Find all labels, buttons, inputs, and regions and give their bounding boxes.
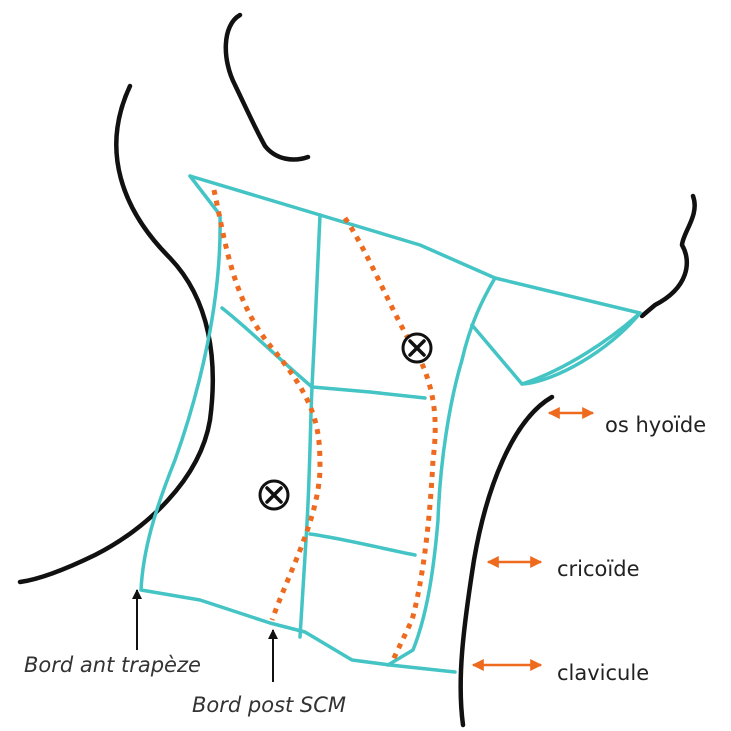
- clavicle-label: clavicule: [557, 661, 649, 685]
- zone-line-horizontal-upper: [312, 387, 425, 398]
- crossed-circle-icon: [260, 481, 288, 509]
- submandibular-triangle: [472, 313, 640, 384]
- zone-line-horizontal-lower: [310, 534, 415, 555]
- ear-outline: [226, 15, 308, 159]
- zone-line-front-vertical: [388, 278, 495, 665]
- trapezius-label: Bord ant trapèze: [24, 653, 201, 677]
- back-of-neck-outline: [20, 86, 213, 582]
- scm-anterior-border: [345, 218, 435, 660]
- cricoid-label: cricoïde: [557, 557, 640, 581]
- neck-zones: [141, 176, 640, 672]
- zones-outer-border: [141, 176, 455, 672]
- crossed-circle-icon: [403, 334, 431, 362]
- jaw-outline: [642, 196, 695, 316]
- scm-label: Bord post SCM: [192, 693, 346, 717]
- hyoid-label: os hyoïde: [605, 413, 706, 437]
- zone-line-parietal: [222, 308, 312, 387]
- zone-line-mid-vertical: [300, 215, 320, 637]
